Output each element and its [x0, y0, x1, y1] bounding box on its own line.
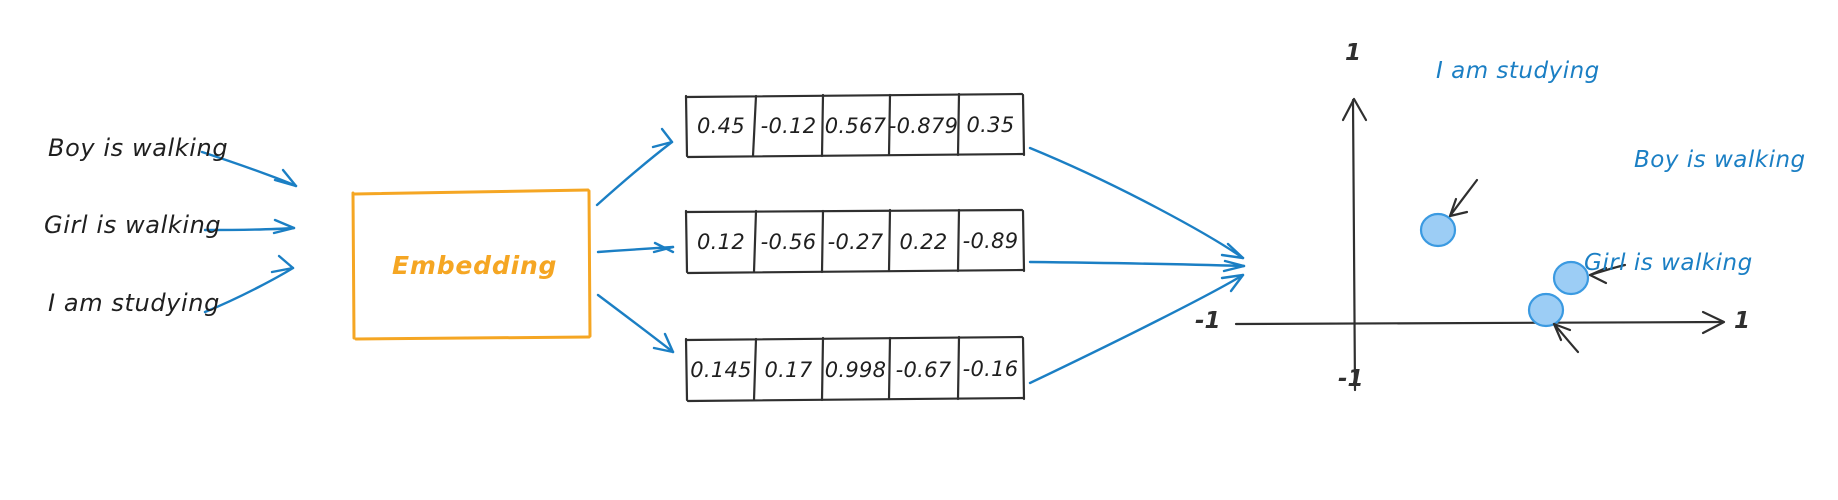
vector-1-cell-3: -0.879 [888, 114, 959, 138]
vector-3-cell-4: -0.16 [962, 357, 1019, 381]
vector-3-cell-1: 0.17 [764, 358, 813, 382]
plot-label-i-am-studying: I am studying [1436, 58, 1600, 84]
callout-arrow-girl-is-walking [1552, 322, 1580, 354]
plot-axes [1234, 97, 1726, 392]
axis-label-y-top: 1 [1345, 40, 1362, 66]
input-label-girl: Girl is walking [44, 211, 222, 239]
callout-arrow-i-am-studying [1448, 178, 1479, 218]
vector-1-cell-4: 0.35 [966, 113, 1015, 137]
arrow-vector2-to-plot [1028, 259, 1246, 273]
vector-2-cell-4: -0.89 [962, 229, 1019, 253]
axis-label-x-left: -1 [1195, 308, 1221, 334]
plot-label-girl-is-walking: Girl is walking [1584, 250, 1753, 276]
vector-2-cell-2: -0.27 [827, 230, 884, 254]
plot-point-boy-is-walking[interactable] [1552, 260, 1590, 296]
vector-1-cell-2: 0.567 [824, 114, 887, 138]
vector-box-3[interactable] [684, 335, 1026, 403]
plot-point-girl-is-walking[interactable] [1527, 292, 1565, 328]
embedding-box[interactable] [351, 188, 592, 341]
arrow-embedding-to-vector-3 [596, 293, 675, 354]
vector-1-cell-1: -0.12 [760, 114, 817, 138]
vector-2-cell-0: 0.12 [697, 230, 745, 254]
arrow-vector1-to-plot [1028, 146, 1245, 260]
callout-arrow-boy-is-walking [1588, 263, 1627, 285]
arrow-study-to-embedding [203, 254, 295, 314]
vector-3-cell-3: -0.67 [895, 358, 952, 382]
arrow-embedding-to-vector-2 [596, 241, 675, 254]
plot-label-boy-is-walking: Boy is walking [1634, 147, 1806, 173]
vector-1-cell-0: 0.45 [697, 114, 745, 138]
arrow-girl-to-embedding [203, 218, 296, 235]
arrow-embedding-to-vector-1 [595, 127, 674, 207]
vector-box-2[interactable] [684, 208, 1026, 275]
axis-label-x-right: 1 [1734, 308, 1751, 334]
axis-label-y-bottom: -1 [1338, 366, 1364, 392]
vector-3-cell-2: 0.998 [824, 358, 887, 382]
embedding-box-label: Embedding [392, 251, 558, 280]
input-label-study: I am studying [48, 289, 220, 317]
arrow-vector3-to-plot [1028, 273, 1245, 385]
vector-3-cell-0: 0.145 [690, 358, 752, 382]
vector-box-1[interactable] [684, 92, 1026, 159]
vector-2-cell-3: 0.22 [899, 230, 948, 254]
arrow-boy-to-embedding [200, 150, 298, 188]
vector-2-cell-1: -0.56 [760, 230, 817, 254]
plot-point-i-am-studying[interactable] [1419, 212, 1457, 248]
input-label-boy: Boy is walking [48, 134, 229, 162]
